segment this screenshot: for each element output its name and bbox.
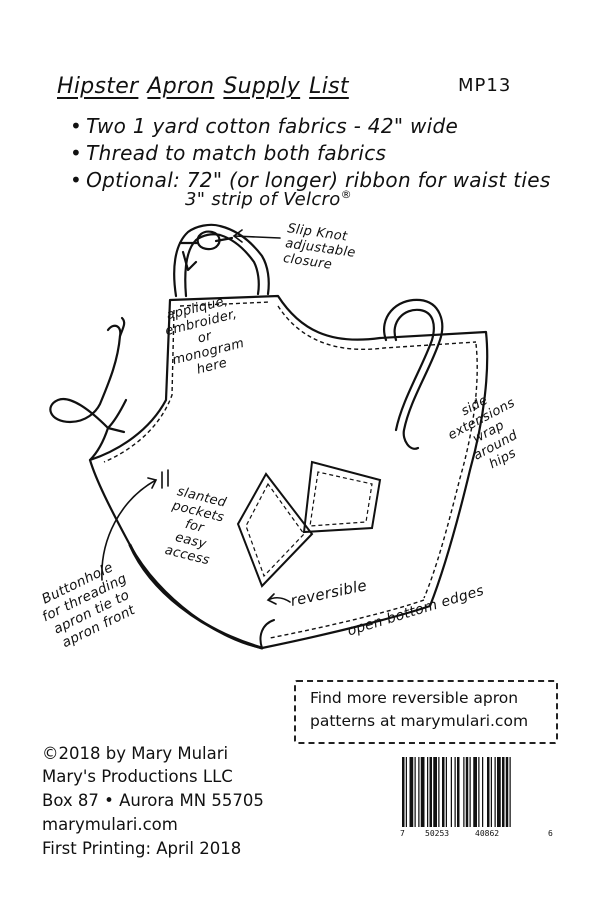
barcode-digits: 6 (548, 829, 553, 838)
arrow-reversible (266, 593, 291, 605)
title-word: Hipster (57, 74, 139, 99)
barcode-bar (414, 757, 416, 827)
barcode-bar (509, 757, 511, 827)
barcode-bar (463, 757, 465, 827)
barcode (402, 757, 511, 827)
supply-item: 3" strip of Velcro® (185, 188, 352, 210)
barcode-bar (494, 757, 496, 827)
pattern-code: MP13 (458, 75, 512, 96)
neck-strap (173, 223, 270, 298)
barcode-bar (490, 757, 492, 827)
waist-tie-right (383, 298, 444, 450)
slip-knot-label: Slip Knot adjustable closure (282, 221, 357, 273)
barcode-bar (427, 757, 429, 827)
supply-item: •Two 1 yard cotton fabrics - 42" wide (70, 114, 459, 138)
barcode-digits: 40862 (475, 829, 500, 838)
barcode-bar (418, 757, 420, 827)
barcode-bar (405, 757, 407, 827)
barcode-bar (429, 757, 432, 827)
barcode-bar (438, 757, 440, 827)
barcode-bar (433, 757, 437, 827)
barcode-bar (454, 757, 456, 827)
waist-tie-left (49, 324, 122, 430)
arrow-buttonhole (101, 477, 158, 581)
barcode-bar (457, 757, 460, 827)
apron-body (88, 294, 489, 650)
barcode-bar (502, 757, 505, 827)
barcode-bar (465, 757, 469, 827)
barcode-bar (478, 757, 480, 827)
supply-item: •Thread to match both fabrics (70, 141, 387, 165)
promo-line: Find more reversible apron (310, 689, 519, 707)
barcode-bar (487, 757, 490, 827)
slip-knot (196, 230, 221, 251)
barcode-bar (469, 757, 471, 827)
promo-line: patterns at marymulari.com (310, 712, 529, 730)
title-word: List (309, 74, 349, 99)
credit-line: ©2018 by Mary Mulari (42, 744, 229, 763)
barcode-bar (482, 757, 484, 827)
barcode-bar (442, 757, 445, 827)
barcode-bar (497, 757, 501, 827)
pocket-left (236, 472, 314, 588)
arrow-slip-knot (232, 229, 281, 243)
barcode-digits: 7 (400, 829, 405, 838)
pocket-right (302, 460, 382, 534)
barcode-bar (445, 757, 447, 827)
barcode-bar (420, 757, 425, 827)
barcode-bar (409, 757, 414, 827)
neck-strap-inner (184, 233, 260, 298)
supply-item: •Optional: 72" (or longer) ribbon for wa… (70, 168, 551, 192)
title-word: Apron (147, 74, 215, 99)
credit-line: Mary's Productions LLC (42, 767, 233, 786)
barcode-bar (450, 757, 452, 827)
promo-box (294, 680, 558, 744)
credit-line: marymulari.com (42, 815, 178, 834)
barcode-bar (505, 757, 509, 827)
credit-line: First Printing: April 2018 (42, 839, 242, 858)
barcode-bar (402, 757, 405, 827)
page-title: Hipster Apron Supply List (57, 74, 358, 99)
credit-line: Box 87 • Aurora MN 55705 (42, 791, 264, 810)
title-word: Supply (223, 74, 301, 99)
barcode-bar (473, 757, 477, 827)
barcode-digits: 50253 (425, 829, 450, 838)
